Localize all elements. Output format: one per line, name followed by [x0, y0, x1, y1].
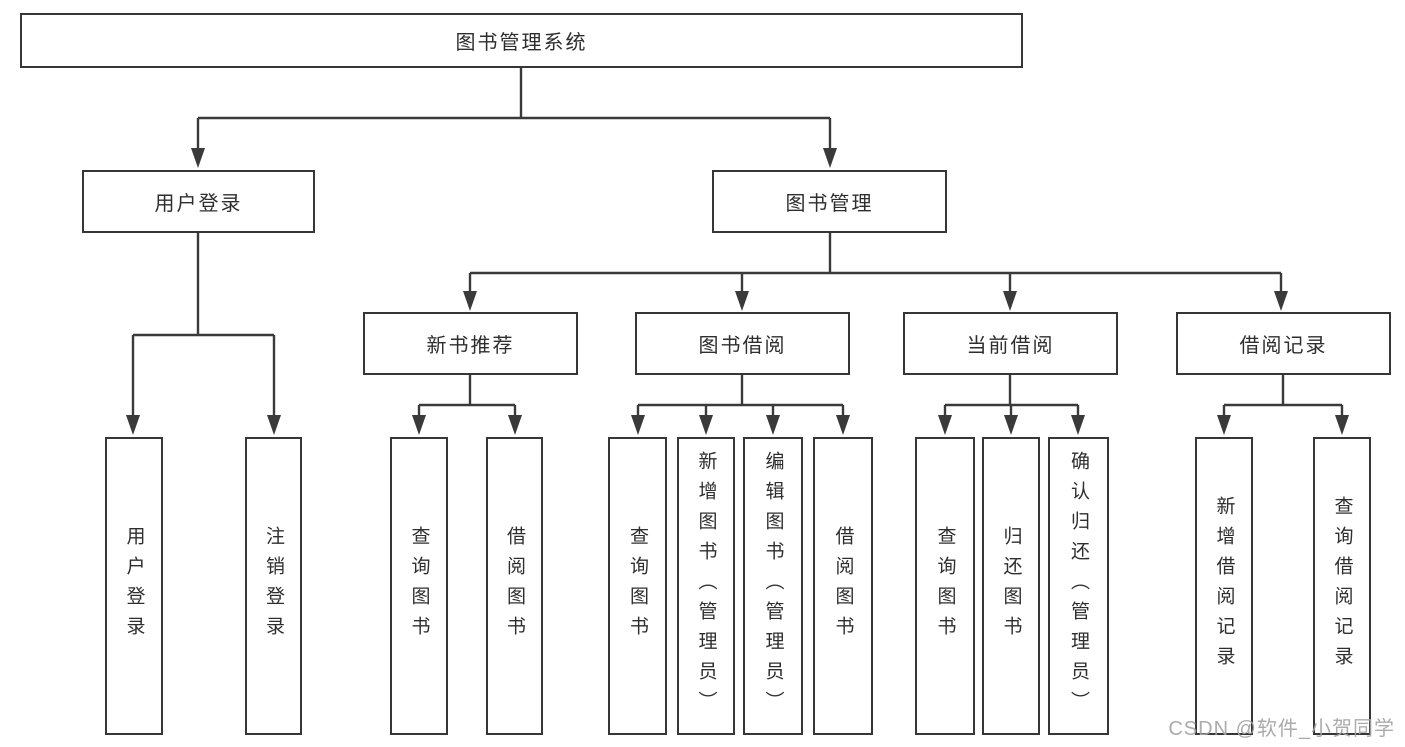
leaf-query-books-borrow: 查询图书 [608, 437, 667, 735]
node-label: 归还图书 [1000, 526, 1022, 646]
node-user-login: 用户登录 [82, 170, 315, 233]
node-label: 新增借阅记录 [1213, 496, 1235, 676]
leaf-query-books-current: 查询图书 [915, 437, 975, 735]
leaf-confirm-return-admin: 确认归还（管理员） [1048, 437, 1109, 735]
leaf-query-borrow-record: 查询借阅记录 [1313, 437, 1371, 735]
node-label: 图书借阅 [698, 335, 787, 357]
leaf-borrow-books: 借阅图书 [813, 437, 873, 735]
leaf-borrow-books-recommend: 借阅图书 [486, 437, 543, 735]
node-label: 借阅记录 [1239, 335, 1328, 357]
node-label: 新书推荐 [426, 335, 515, 357]
node-label: 借阅图书 [504, 526, 525, 646]
node-label: 用户登录 [154, 193, 243, 215]
node-label: 用户登录 [123, 526, 145, 646]
node-label: 查询图书 [408, 526, 430, 646]
node-label: 注销登录 [263, 526, 284, 646]
node-label: 图书管理 [785, 193, 874, 215]
node-new-book-recommend: 新书推荐 [363, 312, 578, 375]
leaf-user-login: 用户登录 [105, 437, 163, 735]
node-book-borrow: 图书借阅 [635, 312, 850, 375]
node-label: 当前借阅 [966, 335, 1055, 357]
node-label: 新增图书（管理员） [695, 451, 717, 721]
leaf-logout: 注销登录 [245, 437, 302, 735]
node-label: 确认归还（管理员） [1068, 451, 1089, 721]
node-system-root: 图书管理系统 [20, 13, 1023, 68]
node-label: 图书管理系统 [455, 32, 588, 54]
node-label: 查询借阅记录 [1331, 496, 1353, 676]
node-label: 借阅图书 [832, 526, 854, 646]
node-current-borrow: 当前借阅 [903, 312, 1118, 375]
leaf-return-book: 归还图书 [982, 437, 1040, 735]
leaf-edit-book-admin: 编辑图书（管理员） [743, 437, 803, 735]
node-book-management: 图书管理 [712, 170, 947, 233]
leaf-add-book-admin: 新增图书（管理员） [677, 437, 735, 735]
leaf-query-books-recommend: 查询图书 [390, 437, 448, 735]
node-label: 查询图书 [934, 526, 956, 646]
node-borrow-records: 借阅记录 [1176, 312, 1391, 375]
node-label: 查询图书 [627, 526, 648, 646]
leaf-add-borrow-record: 新增借阅记录 [1195, 437, 1253, 735]
node-label: 编辑图书（管理员） [762, 451, 784, 721]
